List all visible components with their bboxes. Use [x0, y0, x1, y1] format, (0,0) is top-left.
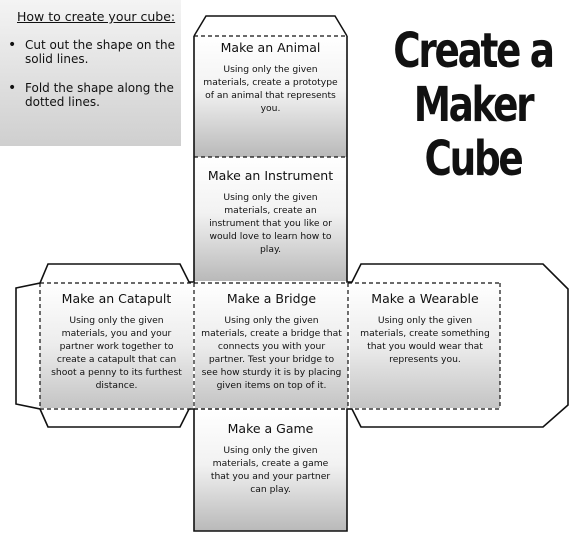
instruction-step-1: Cut out the shape on the solid lines. [8, 38, 176, 66]
face-bridge-title: Make a Bridge [226, 291, 317, 306]
face-animal-title: Make an Animal [220, 40, 321, 55]
cut-outline [15, 36, 569, 532]
face-wearable: Make a Wearable Using only the given mat… [352, 291, 498, 366]
top-flap [193, 15, 348, 37]
face-catapult-title: Make an Catapult [61, 291, 172, 306]
face-instrument-title: Make an Instrument [207, 168, 334, 183]
face-catapult-bg [40, 283, 193, 408]
face-catapult-desc: Using only the given materials, you and … [51, 315, 182, 391]
page-title: Create a Maker Cube [385, 24, 561, 186]
face-animal-desc: Using only the given materials, create a… [203, 64, 338, 114]
face-animal-bg [194, 36, 347, 157]
face-wearable-title: Make a Wearable [371, 291, 479, 306]
face-game-bg [194, 410, 347, 531]
face-game: Make a Game Using only the given materia… [196, 421, 345, 496]
face-catapult: Make an Catapult Using only the given ma… [42, 291, 191, 392]
face-instrument: Make an Instrument Using only the given … [196, 168, 345, 256]
face-instrument-bg [194, 157, 347, 281]
instructions-box: How to create your cube: Cut out the sha… [0, 0, 181, 146]
instructions-heading: How to create your cube: [17, 9, 176, 24]
face-bridge: Make a Bridge Using only the given mater… [197, 291, 346, 392]
face-animal: Make an Animal Using only the given mate… [196, 40, 345, 115]
instruction-step-2: Fold the shape along the dotted lines. [8, 81, 176, 109]
face-bridge-bg [195, 283, 348, 408]
face-wearable-bg [350, 283, 500, 408]
face-game-title: Make a Game [227, 421, 314, 436]
face-wearable-desc: Using only the given materials, create s… [360, 315, 490, 365]
title-line-2: Maker Cube [413, 77, 535, 187]
face-instrument-desc: Using only the given materials, create a… [209, 192, 332, 255]
face-game-desc: Using only the given materials, create a… [210, 445, 331, 495]
title-line-1: Create a [393, 23, 555, 79]
face-bridge-desc: Using only the given materials, create a… [201, 315, 342, 391]
instructions-list: Cut out the shape on the solid lines. Fo… [8, 38, 176, 124]
fold-lines [39, 35, 501, 410]
